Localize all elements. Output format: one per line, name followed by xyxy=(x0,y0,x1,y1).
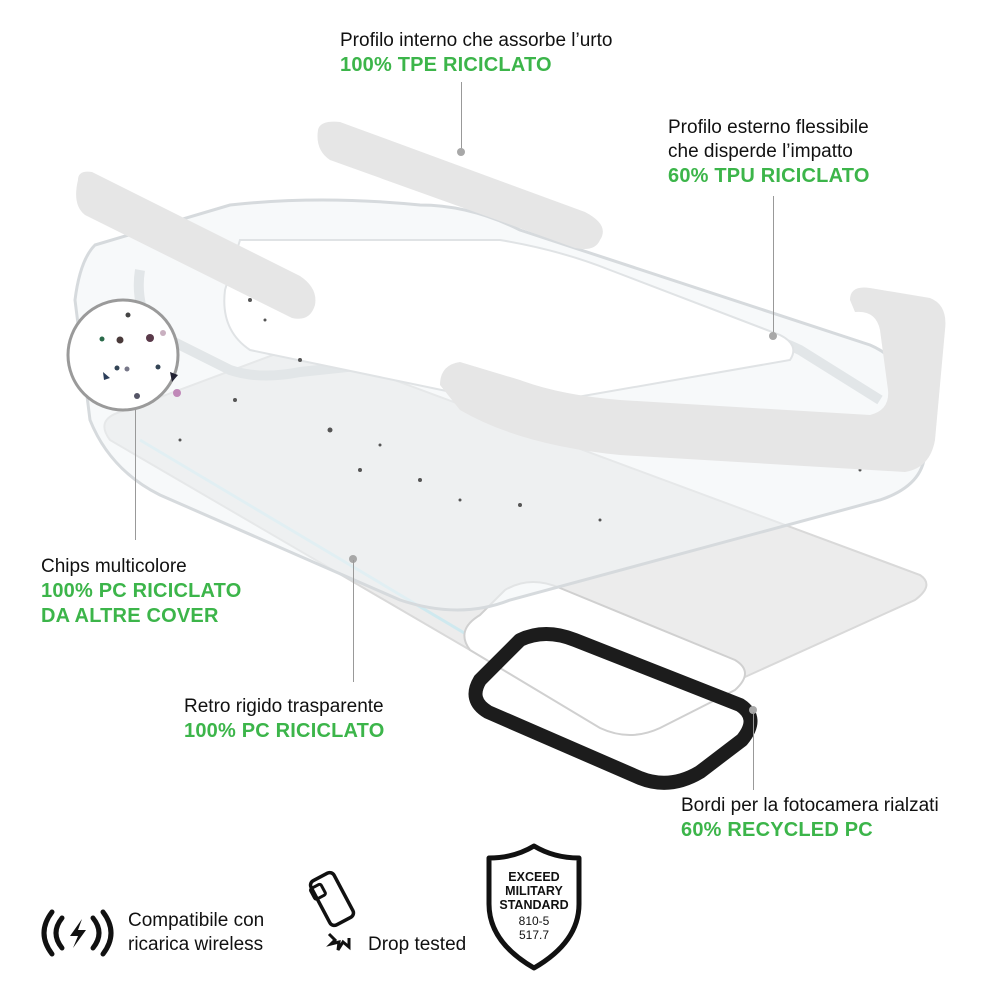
callout-highlight: 100% PC RICICLATO xyxy=(184,720,385,742)
shield-badge-icon: EXCEED MILITARY STANDARD 810-5 517.7 xyxy=(484,842,584,972)
callout-highlight-line1: 100% PC RICICLATO xyxy=(41,580,242,602)
callout-description: Chips multicolore xyxy=(41,556,187,577)
drop-test-phone-icon xyxy=(305,870,370,955)
callout-description: Retro rigido trasparente xyxy=(184,696,384,717)
feature-drop: Drop tested xyxy=(368,933,466,957)
camera-ring xyxy=(468,627,758,790)
callout-back: Retro rigido trasparente 100% PC RICICLA… xyxy=(184,695,384,744)
chips-magnifier xyxy=(66,298,180,412)
callout-highlight: 60% RECYCLED PC xyxy=(681,819,873,841)
callout-description-line2: che disperde l’impatto xyxy=(668,141,853,162)
leader-dot-inner-profile xyxy=(457,148,465,156)
callout-description: Bordi per la fotocamera rialzati xyxy=(681,795,939,816)
shield-line1: EXCEED xyxy=(508,870,560,884)
leader-back xyxy=(353,560,354,682)
callout-description: Profilo interno che assorbe l’urto xyxy=(340,30,613,51)
shield-line4: 810-5 xyxy=(518,914,550,928)
callout-highlight-line2: DA ALTRE COVER xyxy=(41,605,219,627)
leader-camera xyxy=(753,712,754,790)
inner-bumper-top xyxy=(317,121,603,249)
feature-wireless-line2: ricarica wireless xyxy=(128,934,264,955)
callout-outer-profile: Profilo esterno flessibile che disperde … xyxy=(668,116,870,189)
leader-dot-camera xyxy=(749,706,757,714)
leader-chips xyxy=(135,410,136,540)
callout-description-line1: Profilo esterno flessibile xyxy=(668,117,869,138)
leader-dot-back xyxy=(349,555,357,563)
callout-camera: Bordi per la fotocamera rialzati 60% REC… xyxy=(681,794,939,843)
feature-drop-label: Drop tested xyxy=(368,934,467,955)
outer-bumper-left xyxy=(76,171,316,319)
shield-line5: 517.7 xyxy=(518,928,550,942)
callout-highlight: 60% TPU RICICLATO xyxy=(668,165,870,187)
leader-outer-profile xyxy=(773,196,774,336)
leader-dot-outer-profile xyxy=(769,332,777,340)
wireless-charging-icon xyxy=(40,908,115,958)
leader-inner-profile xyxy=(461,82,462,152)
feature-wireless: Compatibile con ricarica wireless xyxy=(128,909,264,957)
feature-wireless-line1: Compatibile con xyxy=(128,910,265,931)
outer-bumper-right xyxy=(440,287,946,472)
shield-line2: MILITARY xyxy=(505,884,563,898)
shield-line3: STANDARD xyxy=(499,898,569,912)
callout-highlight: 100% TPE RICICLATO xyxy=(340,54,552,76)
callout-inner-profile: Profilo interno che assorbe l’urto 100% … xyxy=(340,29,612,78)
callout-chips: Chips multicolore 100% PC RICICLATO DA A… xyxy=(41,555,241,629)
